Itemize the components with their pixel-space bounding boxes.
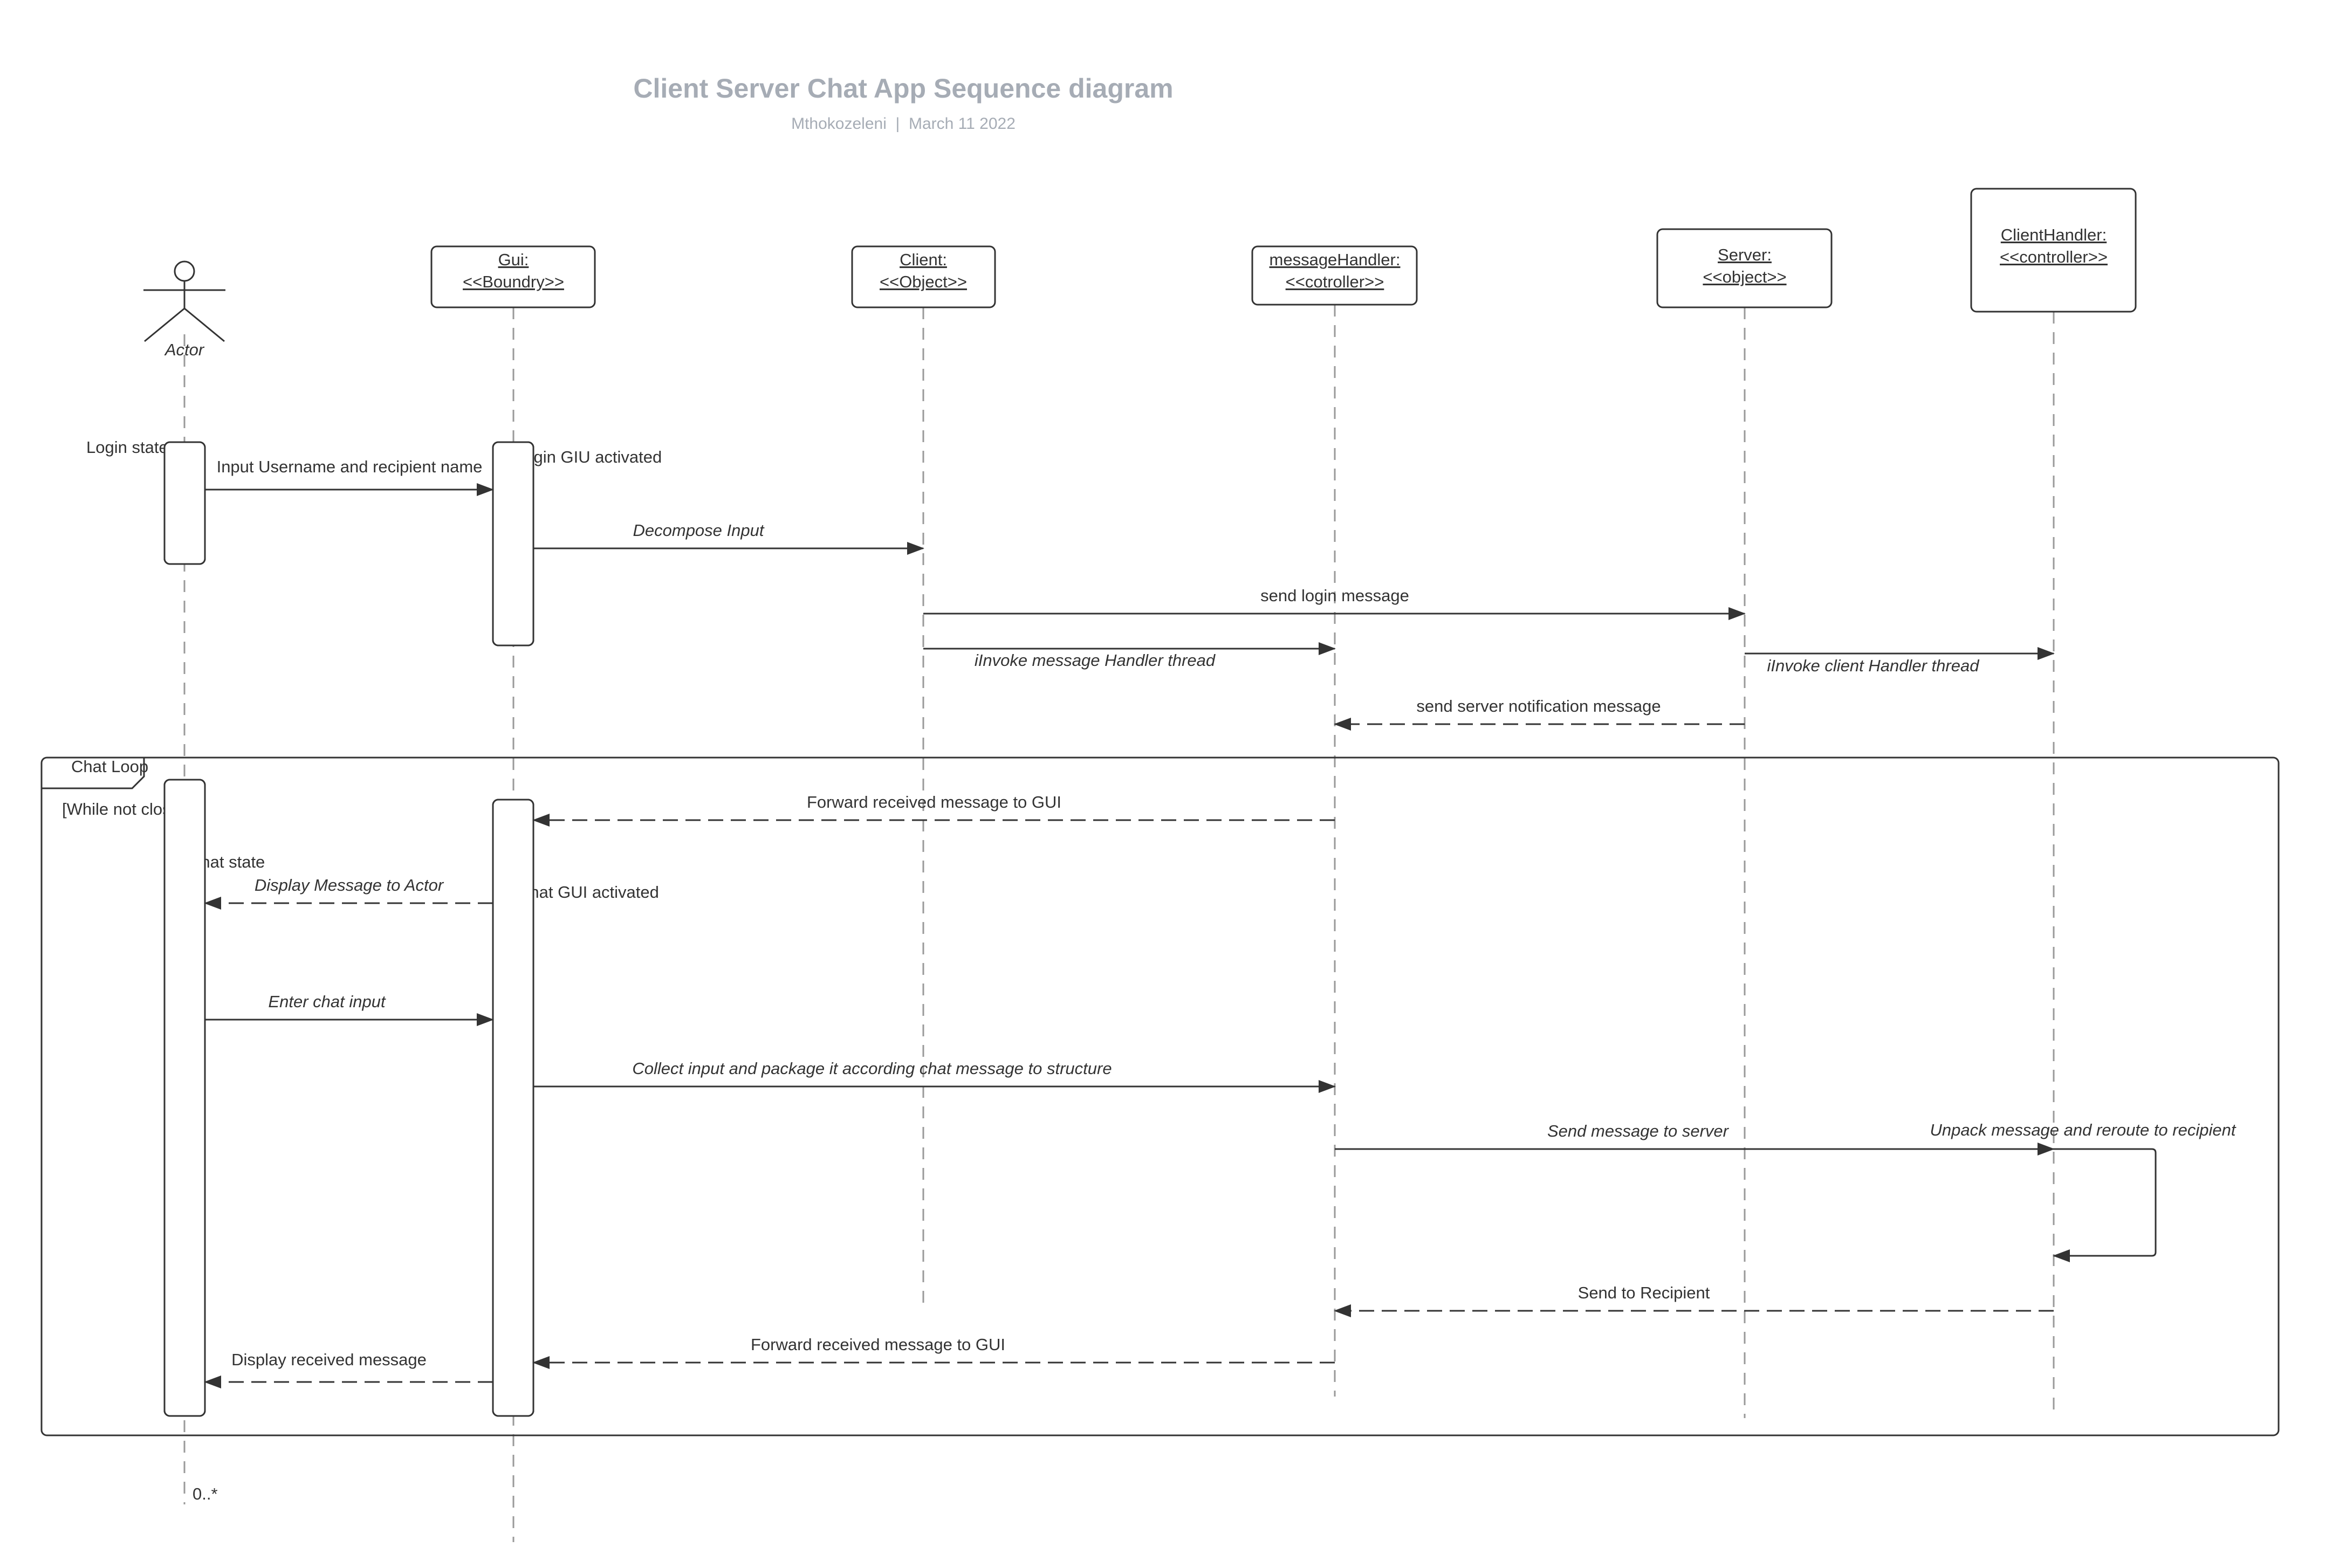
state-label: Login GIU activated	[515, 448, 662, 466]
message-label: send server notification message	[1416, 697, 1661, 716]
message-label: Forward received message to GUI	[807, 793, 1061, 811]
lifeline-box	[1656, 228, 1833, 308]
actor-label: Actor	[164, 340, 205, 359]
message-label: Input Username and recipient name	[217, 457, 483, 476]
message-label: Send to Recipient	[1578, 1283, 1710, 1302]
message-display-received: Display received message	[204, 1350, 493, 1388]
actor-activation-chat-overlay	[163, 779, 206, 1417]
message-send-login: send login message	[923, 586, 1746, 620]
message-collect-input: Collect input and package it according c…	[533, 1059, 1336, 1093]
messages: Input Username and recipient name Decomp…	[204, 457, 2237, 1388]
lifeline-name: Server:	[1718, 245, 1772, 264]
loop-label: Chat Loop	[71, 757, 148, 776]
message-label: iInvoke client Handler thread	[1767, 656, 1980, 675]
message-forward-to-gui-1: Forward received message to GUI	[532, 793, 1335, 827]
date: March 11 2022	[909, 115, 1016, 133]
lifeline-head-server: Server: <<object>>	[1656, 228, 1833, 308]
message-display-to-actor: Display Message to Actor	[204, 876, 493, 910]
message-server-notification: send server notification message	[1334, 697, 1745, 731]
actor-activation-login-overlay	[163, 441, 206, 565]
loop-tag	[42, 758, 145, 789]
lifeline-name: ClientHandler:	[2001, 225, 2107, 244]
lifeline-stereotype: <<Boundry>>	[463, 272, 564, 291]
message-label: Forward received message to GUI	[751, 1335, 1005, 1354]
actor-multiplicity: 0..*	[193, 1484, 218, 1503]
message-enter-chat-input: Enter chat input	[205, 992, 494, 1026]
lifeline-head-client: Client: <<Object>>	[851, 245, 996, 308]
diagram-meta: Mthokozeleni | March 11 2022	[0, 115, 1807, 133]
message-label: send login message	[1260, 586, 1409, 605]
message-label: Send message to server	[1547, 1122, 1730, 1140]
gui-activation-login-overlay	[492, 441, 534, 647]
state-label: Chat GUI activated	[518, 883, 659, 902]
lifeline-stereotype: <<Object>>	[880, 272, 967, 291]
lifeline-head-gui: Gui: <<Boundry>>	[430, 245, 596, 308]
message-label: Display Message to Actor	[255, 876, 444, 895]
message-input-username: Input Username and recipient name	[205, 457, 494, 496]
message-send-to-recipient: Send to Recipient	[1334, 1283, 2054, 1317]
lifeline-box	[851, 245, 996, 308]
lifeline-stereotype: <<controller>>	[2000, 247, 2108, 266]
lifeline-head-message-handler: messageHandler: <<cotroller>>	[1251, 245, 1418, 306]
message-label: Collect input and package it according c…	[632, 1059, 1112, 1078]
message-unpack-reroute: Unpack message and reroute to recipient	[1930, 1120, 2237, 1262]
lifeline-name: Client:	[900, 250, 947, 269]
state-label: Login state	[86, 438, 168, 457]
lifeline-head-client-handler: ClientHandler: <<controller>>	[1970, 188, 2137, 313]
lifeline-stereotype: <<object>>	[1703, 267, 1786, 286]
author: Mthokozeleni	[791, 115, 887, 133]
message-label: Decompose Input	[633, 521, 765, 540]
message-label: Display received message	[231, 1350, 427, 1369]
loop-fragment: Chat Loop [While not closed]	[40, 757, 2280, 1436]
message-invoke-client-handler: iInvoke client Handler thread	[1745, 647, 2055, 675]
actor-icon	[143, 260, 225, 342]
lifeline-box	[1970, 188, 2137, 313]
diagram-title: Client Server Chat App Sequence diagram	[633, 73, 1174, 104]
message-forward-to-gui-2: Forward received message to GUI	[532, 1335, 1335, 1369]
message-decompose-input: Decompose Input	[533, 521, 924, 555]
meta-separator: |	[895, 115, 900, 133]
message-send-to-server: Send message to server	[1335, 1122, 2055, 1156]
message-label: Enter chat input	[268, 992, 386, 1011]
activation-overlays	[163, 441, 534, 1417]
lifeline-name: messageHandler:	[1270, 250, 1401, 269]
lifeline-name: Gui:	[498, 250, 529, 269]
message-label: Unpack message and reroute to recipient	[1930, 1120, 2237, 1139]
message-label: iInvoke message Handler thread	[975, 651, 1216, 670]
activations	[163, 441, 534, 1417]
loop-frame	[40, 757, 2280, 1436]
message-invoke-message-handler: iInvoke message Handler thread	[923, 642, 1336, 670]
message-arrow	[2053, 1148, 2157, 1262]
lifeline-box	[1251, 245, 1418, 306]
gui-activation-chat-overlay	[492, 799, 534, 1417]
lifeline-box	[430, 245, 596, 308]
lifeline-stereotype: <<cotroller>>	[1286, 272, 1384, 291]
